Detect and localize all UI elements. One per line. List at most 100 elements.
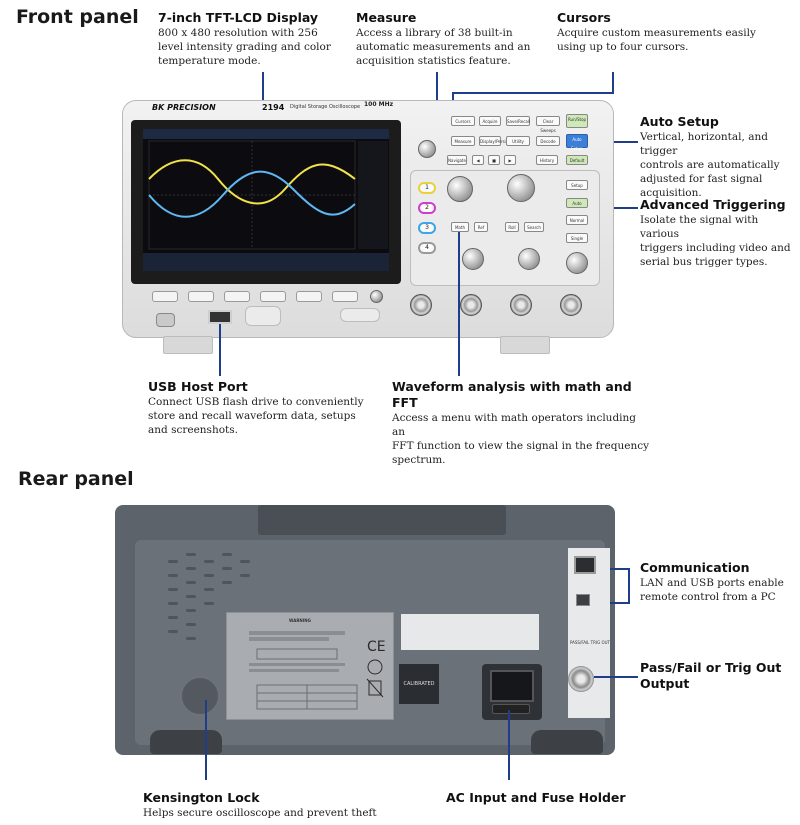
ac-input-callout: AC Input and Fuse Holder	[446, 790, 646, 806]
passfail-callout-title: Output	[640, 676, 690, 691]
save-recall-button[interactable]: Save/Recall	[506, 116, 530, 126]
ac-input-callout-title: AC Input and Fuse Holder	[446, 790, 626, 805]
display-callout-line: 800 x 480 resolution with 256	[158, 27, 318, 39]
vent-slot	[186, 581, 196, 584]
math-fft-callout-line: Access a menu with math operators includ…	[392, 412, 637, 438]
clear-sweeps-button[interactable]: Clear Sweeps	[536, 116, 560, 133]
vent-slot	[186, 637, 196, 640]
vent-slot	[168, 560, 178, 563]
kensington-lock-slot[interactable]	[180, 676, 220, 716]
bnc-input-ch2[interactable]	[460, 294, 482, 316]
bnc-input-ch4[interactable]	[560, 294, 582, 316]
auto-setup-callout-line: controls are automatically	[640, 159, 780, 171]
vent-slot	[168, 588, 178, 591]
vent-slot	[168, 616, 178, 619]
channel-3-button[interactable]: 3	[418, 222, 436, 234]
ac-inlet[interactable]	[490, 670, 534, 702]
pass-fail-bnc[interactable]	[568, 666, 594, 692]
math-button[interactable]: Math	[451, 222, 469, 232]
vertical-scale-knob[interactable]	[447, 176, 473, 202]
front-foot-left	[163, 336, 213, 354]
acquire-button[interactable]: Acquire	[479, 116, 501, 126]
trigger-normal-button[interactable]: Normal	[566, 215, 588, 225]
front-panel-title: Front panel	[16, 6, 139, 28]
softkey-5[interactable]	[296, 291, 322, 302]
menu-off-button[interactable]	[370, 290, 383, 303]
fuse-holder[interactable]	[492, 704, 530, 714]
display-callout: 7-inch TFT-LCD Display 800 x 480 resolut…	[158, 10, 358, 68]
measure-callout-title: Measure	[356, 10, 417, 25]
usb-host-leader	[219, 324, 221, 376]
cursors-callout-line: Acquire custom measurements easily	[557, 27, 756, 39]
usb-host-callout: USB Host Port Connect USB flash drive to…	[148, 379, 378, 437]
triggering-callout-line: triggers including video and	[640, 242, 791, 254]
trigger-level-knob[interactable]	[566, 252, 588, 274]
trigger-auto-button[interactable]: Auto	[566, 198, 588, 208]
measure-button[interactable]: Measure	[451, 136, 475, 146]
bnc-input-ch3[interactable]	[510, 294, 532, 316]
kensington-callout-line: Helps secure oscilloscope and prevent th…	[143, 807, 377, 819]
channel-2-button[interactable]: 2	[418, 202, 436, 214]
softkey-1[interactable]	[152, 291, 178, 302]
auto-setup-callout-title: Auto Setup	[640, 114, 719, 129]
auto-setup-button[interactable]: Auto Setup	[566, 134, 588, 151]
auto-setup-leader	[596, 141, 638, 143]
serial-plate	[401, 614, 539, 650]
bnc-input-ch1[interactable]	[410, 294, 432, 316]
rear-foot-left	[150, 730, 222, 754]
history-button[interactable]: History	[536, 155, 558, 165]
usb-host-callout-title: USB Host Port	[148, 379, 248, 394]
math-fft-callout-line: FFT function to view the signal in the f…	[392, 440, 650, 452]
navigate-button[interactable]: Navigate	[447, 155, 467, 165]
softkey-2[interactable]	[188, 291, 214, 302]
vent-slot	[204, 602, 214, 605]
power-button[interactable]	[156, 313, 175, 327]
channel-4-button[interactable]: 4	[418, 242, 436, 254]
ac-input-leader	[508, 710, 510, 780]
cursors-callout-line: using up to four cursors.	[557, 41, 689, 53]
utility-button[interactable]: Utility	[506, 136, 530, 146]
device-subtitle: Digital Storage Oscilloscope	[290, 104, 361, 110]
vent-slot	[168, 630, 178, 633]
softkey-6[interactable]	[332, 291, 358, 302]
softkey-3[interactable]	[224, 291, 250, 302]
math-fft-callout: Waveform analysis with math and FFT Acce…	[392, 379, 652, 467]
auto-setup-callout-line: Vertical, horizontal, and trigger	[640, 131, 768, 157]
usb-host-port[interactable]	[208, 310, 232, 324]
display-persist-button[interactable]: Display/Persist	[479, 136, 509, 146]
horizontal-position-knob[interactable]	[518, 248, 540, 270]
trigger-single-button[interactable]: Single	[566, 233, 588, 243]
triggering-callout: Advanced Triggering Isolate the signal w…	[640, 197, 800, 269]
vent-slot	[204, 574, 214, 577]
next-button[interactable]: ▶	[504, 155, 516, 165]
measure-leader-v	[436, 72, 438, 110]
vent-slot	[222, 581, 232, 584]
search-button[interactable]: Search	[524, 222, 544, 232]
cursors-callout-title: Cursors	[557, 10, 611, 25]
cursors-leader-h	[452, 92, 614, 94]
usb-device-port[interactable]	[576, 594, 590, 606]
ref-button[interactable]: Ref	[474, 222, 488, 232]
cursors-button[interactable]: Cursors	[451, 116, 475, 126]
channel-1-button[interactable]: 1	[418, 182, 436, 194]
communication-callout-line: LAN and USB ports enable	[640, 577, 784, 589]
roll-button[interactable]: Roll	[505, 222, 519, 232]
horizontal-scale-knob[interactable]	[507, 174, 535, 202]
trigger-setup-button[interactable]: Setup	[566, 180, 588, 190]
communication-callout-line: remote control from a PC	[640, 591, 776, 603]
usb-host-callout-line: and screenshots.	[148, 424, 238, 436]
softkey-4[interactable]	[260, 291, 286, 302]
run-stop-button[interactable]: Run/Stop	[566, 114, 588, 128]
display-callout-line: temperature mode.	[158, 55, 261, 67]
vent-slot	[204, 560, 214, 563]
measure-callout-line: Access a library of 38 built-in	[356, 27, 513, 39]
prev-button[interactable]: ◀	[472, 155, 484, 165]
svg-text:CE: CE	[367, 639, 386, 655]
vertical-position-knob[interactable]	[462, 248, 484, 270]
default-button[interactable]: Default	[566, 155, 588, 165]
stop-button[interactable]: ■	[488, 155, 500, 165]
decode-button[interactable]: Decode	[536, 136, 560, 146]
intensity-knob[interactable]	[418, 140, 436, 158]
rear-handle	[258, 505, 506, 535]
lan-port[interactable]	[574, 556, 596, 574]
